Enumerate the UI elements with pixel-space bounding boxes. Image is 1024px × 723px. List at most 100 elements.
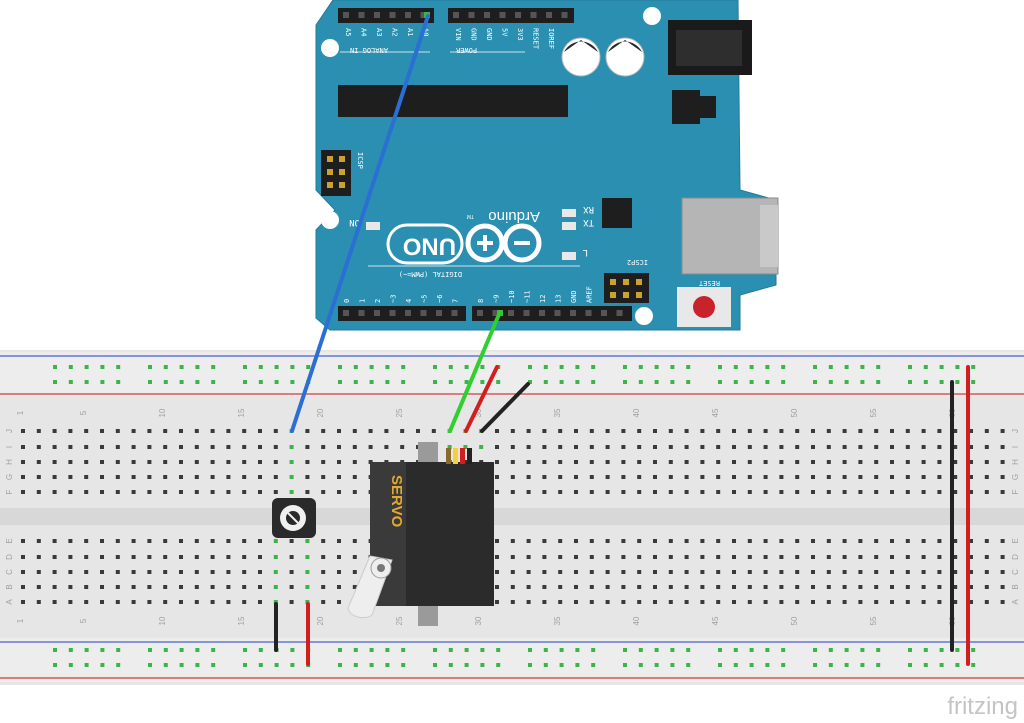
breadboard-hole[interactable] <box>194 490 199 494</box>
breadboard-hole[interactable] <box>905 555 910 559</box>
breadboard-hole[interactable] <box>984 445 989 449</box>
breadboard-hole[interactable] <box>589 570 594 574</box>
breadboard-hole[interactable] <box>574 600 578 604</box>
breadboard-hole[interactable] <box>163 555 168 559</box>
breadboard-hole[interactable] <box>100 490 104 494</box>
breadboard-hole[interactable] <box>953 475 958 479</box>
breadboard-hole[interactable] <box>194 600 199 604</box>
breadboard-hole[interactable] <box>937 429 942 433</box>
rail-hole[interactable] <box>528 648 532 652</box>
breadboard-hole[interactable] <box>194 445 199 449</box>
breadboard-hole[interactable] <box>242 570 247 574</box>
breadboard-hole[interactable] <box>921 429 926 433</box>
rail-hole[interactable] <box>163 365 168 369</box>
breadboard-hole[interactable] <box>68 570 73 574</box>
breadboard-hole[interactable] <box>858 475 863 479</box>
breadboard-hole[interactable] <box>684 429 689 433</box>
breadboard-hole[interactable] <box>495 475 499 479</box>
breadboard-hole[interactable] <box>716 585 721 589</box>
breadboard-hole[interactable] <box>1000 600 1005 604</box>
breadboard-hole[interactable] <box>984 555 989 559</box>
breadboard-hole[interactable] <box>52 490 57 494</box>
breadboard-hole[interactable] <box>574 475 578 479</box>
breadboard-hole[interactable] <box>194 585 199 589</box>
breadboard-hole[interactable] <box>542 600 547 604</box>
breadboard-hole[interactable] <box>321 570 326 574</box>
breadboard-hole[interactable] <box>52 539 57 543</box>
header-pin[interactable] <box>499 12 506 18</box>
header-pin[interactable] <box>468 12 475 18</box>
breadboard-hole[interactable] <box>258 570 262 574</box>
breadboard-hole[interactable] <box>890 600 894 604</box>
breadboard-hole[interactable] <box>68 460 73 464</box>
breadboard-hole[interactable] <box>210 429 215 433</box>
breadboard-hole[interactable] <box>795 539 800 543</box>
rail-hole[interactable] <box>338 380 342 384</box>
header-pin[interactable] <box>554 310 561 316</box>
header-pin[interactable] <box>508 310 514 316</box>
breadboard-hole[interactable] <box>874 429 879 433</box>
breadboard-hole[interactable] <box>163 539 168 543</box>
breadboard-hole[interactable] <box>368 429 373 433</box>
breadboard-hole[interactable] <box>321 475 326 479</box>
breadboard-hole[interactable] <box>937 600 942 604</box>
breadboard-hole[interactable] <box>1000 539 1005 543</box>
breadboard-hole[interactable] <box>605 555 610 559</box>
rail-hole[interactable] <box>243 380 247 384</box>
rail-hole[interactable] <box>638 663 643 667</box>
breadboard-hole[interactable] <box>337 555 341 559</box>
rail-hole[interactable] <box>496 663 501 667</box>
rail-hole[interactable] <box>908 380 912 384</box>
rail-hole[interactable] <box>908 663 912 667</box>
breadboard-hole[interactable] <box>337 460 341 464</box>
rail-hole[interactable] <box>369 380 374 384</box>
breadboard-hole[interactable] <box>542 429 547 433</box>
breadboard-hole[interactable] <box>811 555 815 559</box>
breadboard-hole[interactable] <box>1000 570 1005 574</box>
breadboard-hole[interactable] <box>763 585 768 589</box>
breadboard-hole[interactable] <box>179 490 183 494</box>
breadboard-hole[interactable] <box>131 585 136 589</box>
breadboard-hole[interactable] <box>542 585 547 589</box>
rail-hole[interactable] <box>591 380 596 384</box>
header-pin[interactable] <box>570 310 576 316</box>
breadboard-hole[interactable] <box>163 475 168 479</box>
breadboard-hole[interactable] <box>763 490 768 494</box>
breadboard-hole[interactable] <box>68 490 73 494</box>
breadboard-hole[interactable] <box>621 460 626 464</box>
breadboard-hole[interactable] <box>526 585 531 589</box>
breadboard-hole[interactable] <box>763 475 768 479</box>
breadboard-hole[interactable] <box>36 460 41 464</box>
breadboard-hole[interactable] <box>668 585 673 589</box>
rail-hole[interactable] <box>306 365 311 369</box>
breadboard-hole[interactable] <box>700 490 705 494</box>
breadboard-hole[interactable] <box>937 460 942 464</box>
breadboard-hole[interactable] <box>52 600 57 604</box>
rail-hole[interactable] <box>955 648 960 652</box>
breadboard-hole[interactable] <box>226 460 231 464</box>
breadboard-hole[interactable] <box>242 585 247 589</box>
wire-green-pin9[interactable] <box>448 310 502 433</box>
breadboard-hole[interactable] <box>305 539 310 543</box>
breadboard-hole[interactable] <box>921 460 926 464</box>
header-pin[interactable] <box>343 12 349 18</box>
breadboard-hole[interactable] <box>1000 475 1005 479</box>
breadboard-hole[interactable] <box>842 429 847 433</box>
breadboard-hole[interactable] <box>321 539 326 543</box>
breadboard-hole[interactable] <box>495 490 499 494</box>
header-pin[interactable] <box>539 310 545 316</box>
rail-hole[interactable] <box>813 380 817 384</box>
rail-hole[interactable] <box>84 380 89 384</box>
breadboard-hole[interactable] <box>179 555 183 559</box>
breadboard-hole[interactable] <box>637 600 642 604</box>
breadboard-hole[interactable] <box>905 490 910 494</box>
breadboard-hole[interactable] <box>668 600 673 604</box>
rail-hole[interactable] <box>781 380 786 384</box>
rail-hole[interactable] <box>243 648 247 652</box>
breadboard-hole[interactable] <box>100 555 104 559</box>
breadboard-hole[interactable] <box>352 490 357 494</box>
header-pin[interactable] <box>405 310 411 316</box>
reset-button-cap[interactable] <box>693 296 715 318</box>
breadboard-hole[interactable] <box>36 555 41 559</box>
breadboard-hole[interactable] <box>131 490 136 494</box>
